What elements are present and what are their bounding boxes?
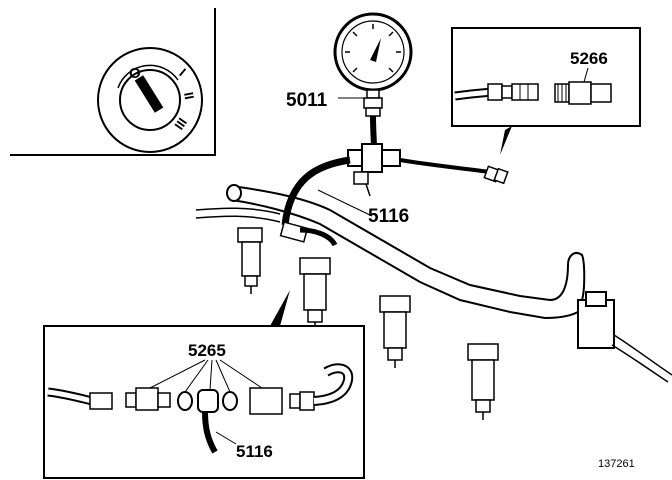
label-detail-hose-5116: 5116 [236,442,273,461]
label-hose-5116: 5116 [368,206,409,227]
fuel-rail [195,184,672,383]
label-adapter-5266: 5266 [570,49,608,68]
gauge-needle [370,38,381,62]
label-fitting-kit-5265: 5265 [188,341,226,360]
ignition-position-0: O [129,65,141,82]
label-gauge-5011: 5011 [286,90,328,111]
fitting-kit-inset [43,290,365,479]
ignition-switch-inset: O I II III [10,8,216,156]
tee-fitting [347,143,401,197]
injector-2 [299,257,331,330]
pressure-gauge [333,12,413,151]
hose-to-adapter [399,158,491,174]
adapter-inset [451,27,641,155]
injector-1 [237,227,263,294]
ignition-key-icon [134,75,164,113]
figure-number: 137261 [598,458,635,470]
injector-3 [379,295,411,368]
ignition-position-2: II [181,91,197,101]
injector-4 [467,343,499,420]
